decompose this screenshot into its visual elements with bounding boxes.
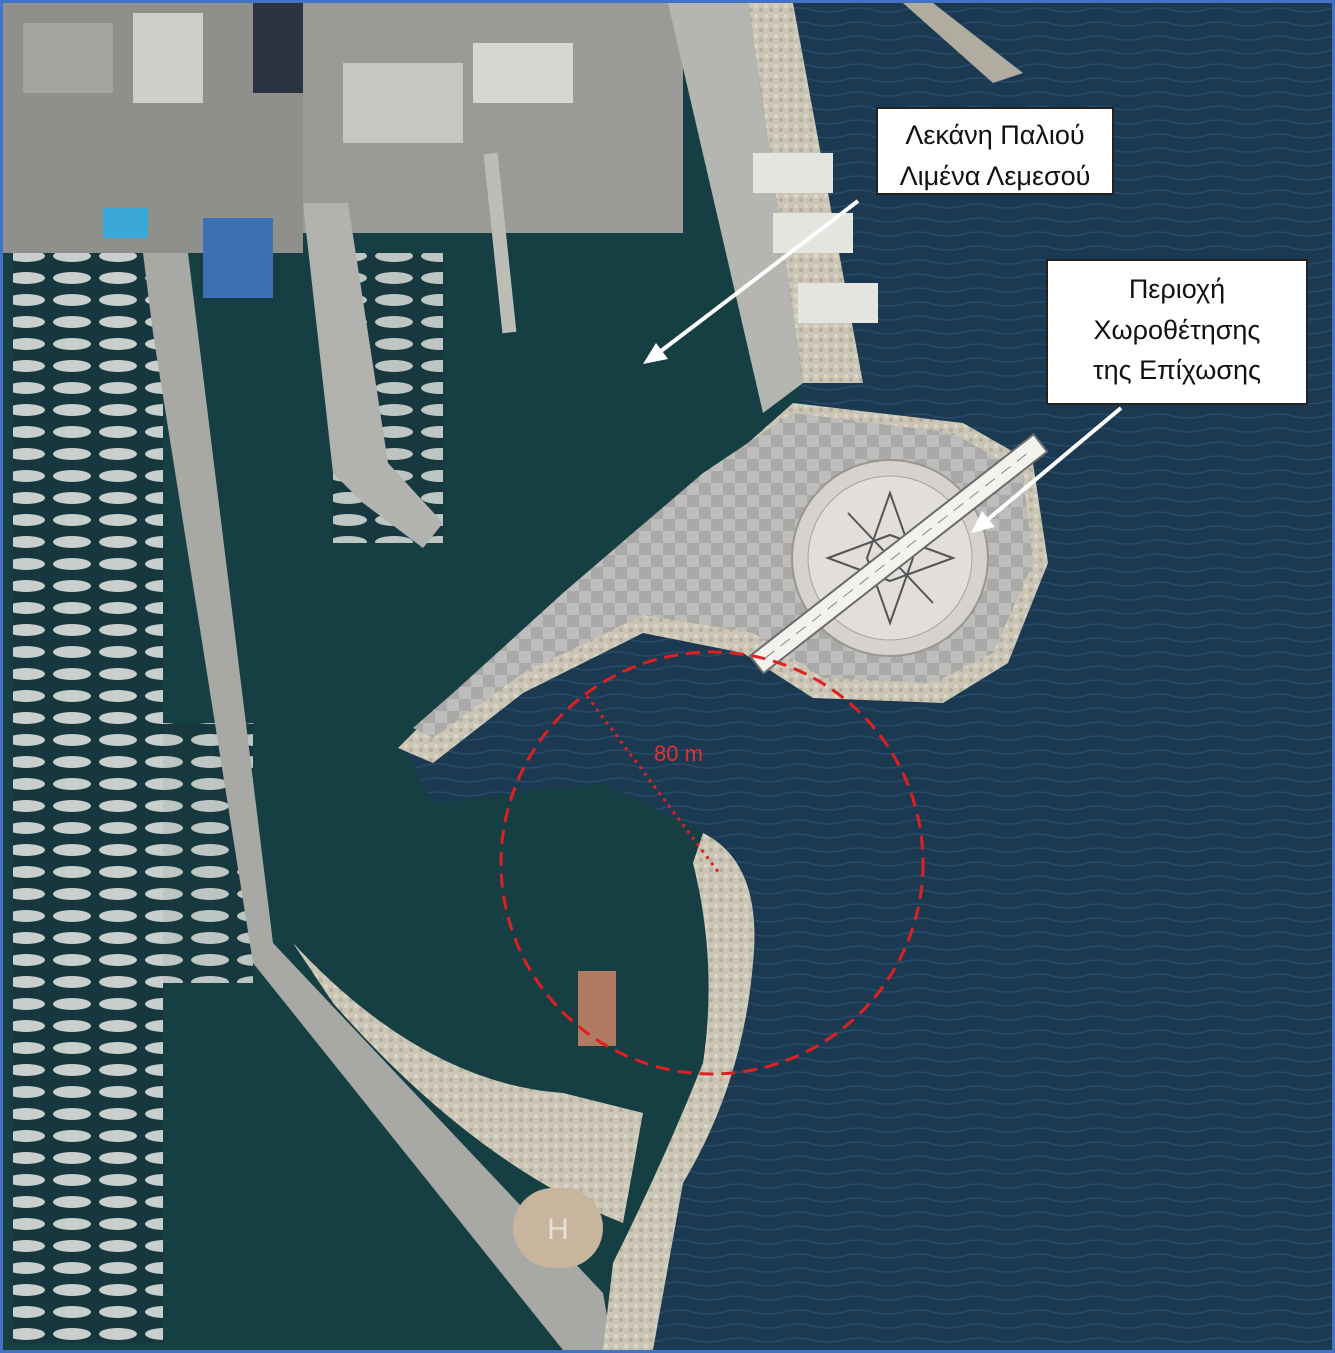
pier-gangway-icon xyxy=(748,432,1049,675)
radius-line xyxy=(585,695,721,874)
marina-berths-west xyxy=(13,253,163,1343)
helipad-icon xyxy=(513,1188,603,1268)
radius-label: 80 m xyxy=(654,741,703,766)
callout-reclamation-site: Περιοχή Χωροθέτησης της Επίχωσης xyxy=(1046,259,1308,405)
floating-jetty xyxy=(483,152,517,334)
satellite-map: H xyxy=(3,3,1332,1350)
site-callout-arrow xyxy=(971,406,1123,533)
blue-roof-building xyxy=(203,218,273,298)
navigation-radius-circle xyxy=(499,650,925,1076)
swimming-pool xyxy=(103,208,148,238)
inner-pier xyxy=(303,203,443,548)
west-quay xyxy=(143,253,613,1350)
south-breakwater xyxy=(603,833,755,1350)
callout-old-port-basin: Λεκάνη Παλιού Λιμένα Λεμεσού xyxy=(876,107,1114,195)
basin-callout-arrow xyxy=(643,199,860,364)
north-jetty xyxy=(903,3,1023,83)
east-quay xyxy=(668,3,803,413)
svg-text:H: H xyxy=(547,1213,569,1246)
floating-pontoon xyxy=(578,971,616,1046)
south-west-breakwater xyxy=(293,943,643,1223)
